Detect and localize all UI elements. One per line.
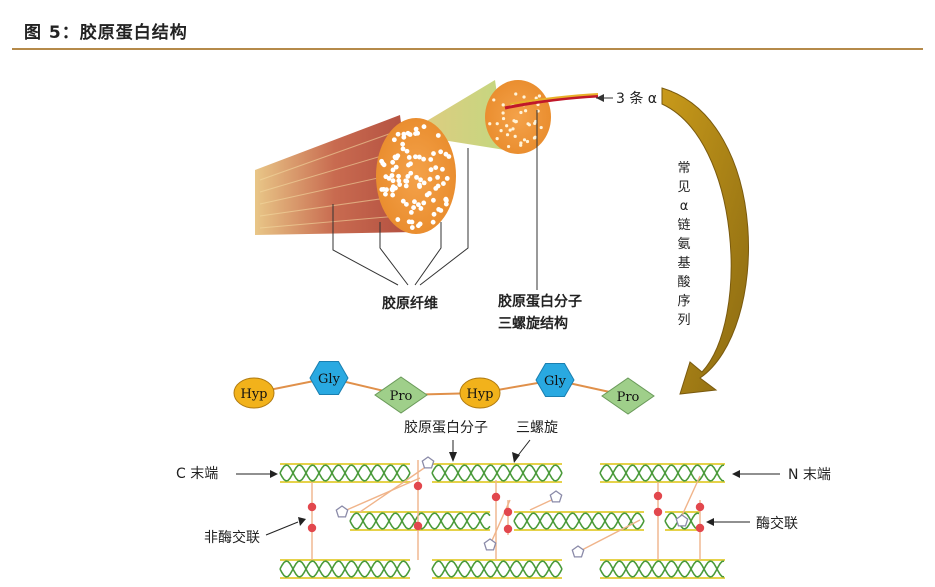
residue-label: Gly — [544, 374, 567, 389]
crosslink-line — [341, 477, 421, 513]
arrow-to-chains — [596, 94, 604, 102]
enzymatic-crosslink-marker — [571, 545, 585, 558]
residue-pro-shape — [601, 377, 655, 415]
label-molecule-top: 胶原蛋白分子 — [498, 293, 582, 310]
enzymatic-crosslink-marker — [335, 505, 349, 518]
residue-label: Hyp — [466, 387, 493, 402]
nonenzymatic-crosslink-dot — [653, 507, 663, 517]
residue-gly-shape — [535, 363, 575, 397]
label-enzymatic-crosslink: 酶交联 — [756, 515, 798, 532]
nonenzymatic-crosslink-dot — [413, 521, 423, 531]
residue-label: Pro — [390, 389, 413, 404]
residue-hyp-shape — [233, 377, 275, 409]
fibril-cross-section — [485, 80, 551, 154]
nonenzymatic-crosslink-dot — [503, 524, 513, 534]
residue-gly-shape — [309, 361, 349, 395]
vertical-caption-char: 氨 — [677, 237, 690, 252]
vertical-caption-char: 链 — [677, 218, 690, 233]
arrow-nonenzymatic — [298, 517, 306, 526]
enzymatic-crosslink-marker — [675, 514, 689, 527]
vertical-caption-char: 基 — [677, 256, 690, 271]
enzymatic-crosslink-marker — [421, 456, 435, 469]
crosslink-line — [359, 463, 431, 513]
crosslink-line — [489, 499, 511, 546]
arrow-down-molecule — [449, 452, 457, 462]
collagen-fiber-illustration: 3 条 α 链 胶原纤维 胶原蛋白分子 三螺旋结构 — [255, 80, 676, 332]
label-molecule-bottom: 胶原蛋白分子 — [404, 419, 488, 436]
nonenzymatic-crosslink-dot — [491, 492, 501, 502]
arrow-down-helix — [512, 452, 520, 463]
nonenzymatic-crosslink-dot — [695, 523, 705, 533]
bottom-labels: 胶原蛋白分子 三螺旋 C 末端 N 末端 非酶交联 酶交联 — [176, 419, 831, 546]
nonenzymatic-crosslink-dot — [307, 523, 317, 533]
enzymatic-crosslink-marker — [483, 538, 497, 551]
residue-pro-shape — [374, 376, 428, 414]
arrow-c-terminus — [270, 470, 278, 478]
label-collagen-fiber: 胶原纤维 — [382, 295, 438, 312]
nonenzymatic-crosslink-dot — [413, 481, 423, 491]
nonenzymatic-crosslink-dot — [307, 502, 317, 512]
crosslink-line — [577, 519, 641, 553]
label-n-terminus: N 末端 — [788, 467, 831, 483]
vertical-caption-char: 序 — [677, 294, 690, 309]
triple-helix-segment — [599, 463, 725, 483]
label-triple-helix-structure: 三螺旋结构 — [498, 315, 568, 332]
residue-label: Hyp — [240, 387, 267, 402]
vertical-caption-char: 列 — [677, 313, 690, 328]
label-c-terminus: C 末端 — [176, 466, 218, 482]
crosslink-line — [679, 475, 701, 521]
arrow-enzymatic — [706, 518, 714, 526]
fibril-dots — [379, 124, 452, 230]
nonenzymatic-crosslink-dot — [695, 502, 705, 512]
residue-label: Pro — [617, 390, 640, 405]
vertical-caption-char: α — [680, 199, 689, 214]
label-helix: 三螺旋 — [516, 420, 558, 436]
alpha-chain-red — [504, 94, 599, 110]
residue-label: Gly — [318, 372, 341, 387]
triple-helix-segment — [599, 559, 725, 579]
triple-helix-segment — [431, 559, 563, 579]
figure-title: 图 5：胶原蛋白结构 — [24, 23, 188, 43]
triple-helix-segment — [513, 511, 645, 531]
vertical-caption-char: 见 — [677, 180, 690, 195]
triple-helix-segment — [279, 463, 411, 483]
enzymatic-crosslink-marker — [549, 490, 563, 503]
triple-helix-crosslinks — [279, 456, 725, 579]
curved-arrow — [661, 87, 749, 395]
arrow-n-terminus — [732, 470, 740, 478]
label-nonenzymatic-crosslink: 非酶交联 — [204, 529, 260, 546]
residue-hyp-shape — [459, 377, 501, 409]
vertical-caption-char: 常 — [677, 161, 690, 176]
label-three-chains: 3 条 α 链 — [616, 90, 676, 107]
figure-header — [12, 8, 923, 50]
vertical-caption-char: 酸 — [677, 275, 690, 290]
nonenzymatic-crosslink-dot — [653, 491, 663, 501]
triple-helix-segment — [431, 463, 563, 483]
triple-helix-segment — [279, 559, 411, 579]
nonenzymatic-crosslink-dot — [503, 507, 513, 517]
